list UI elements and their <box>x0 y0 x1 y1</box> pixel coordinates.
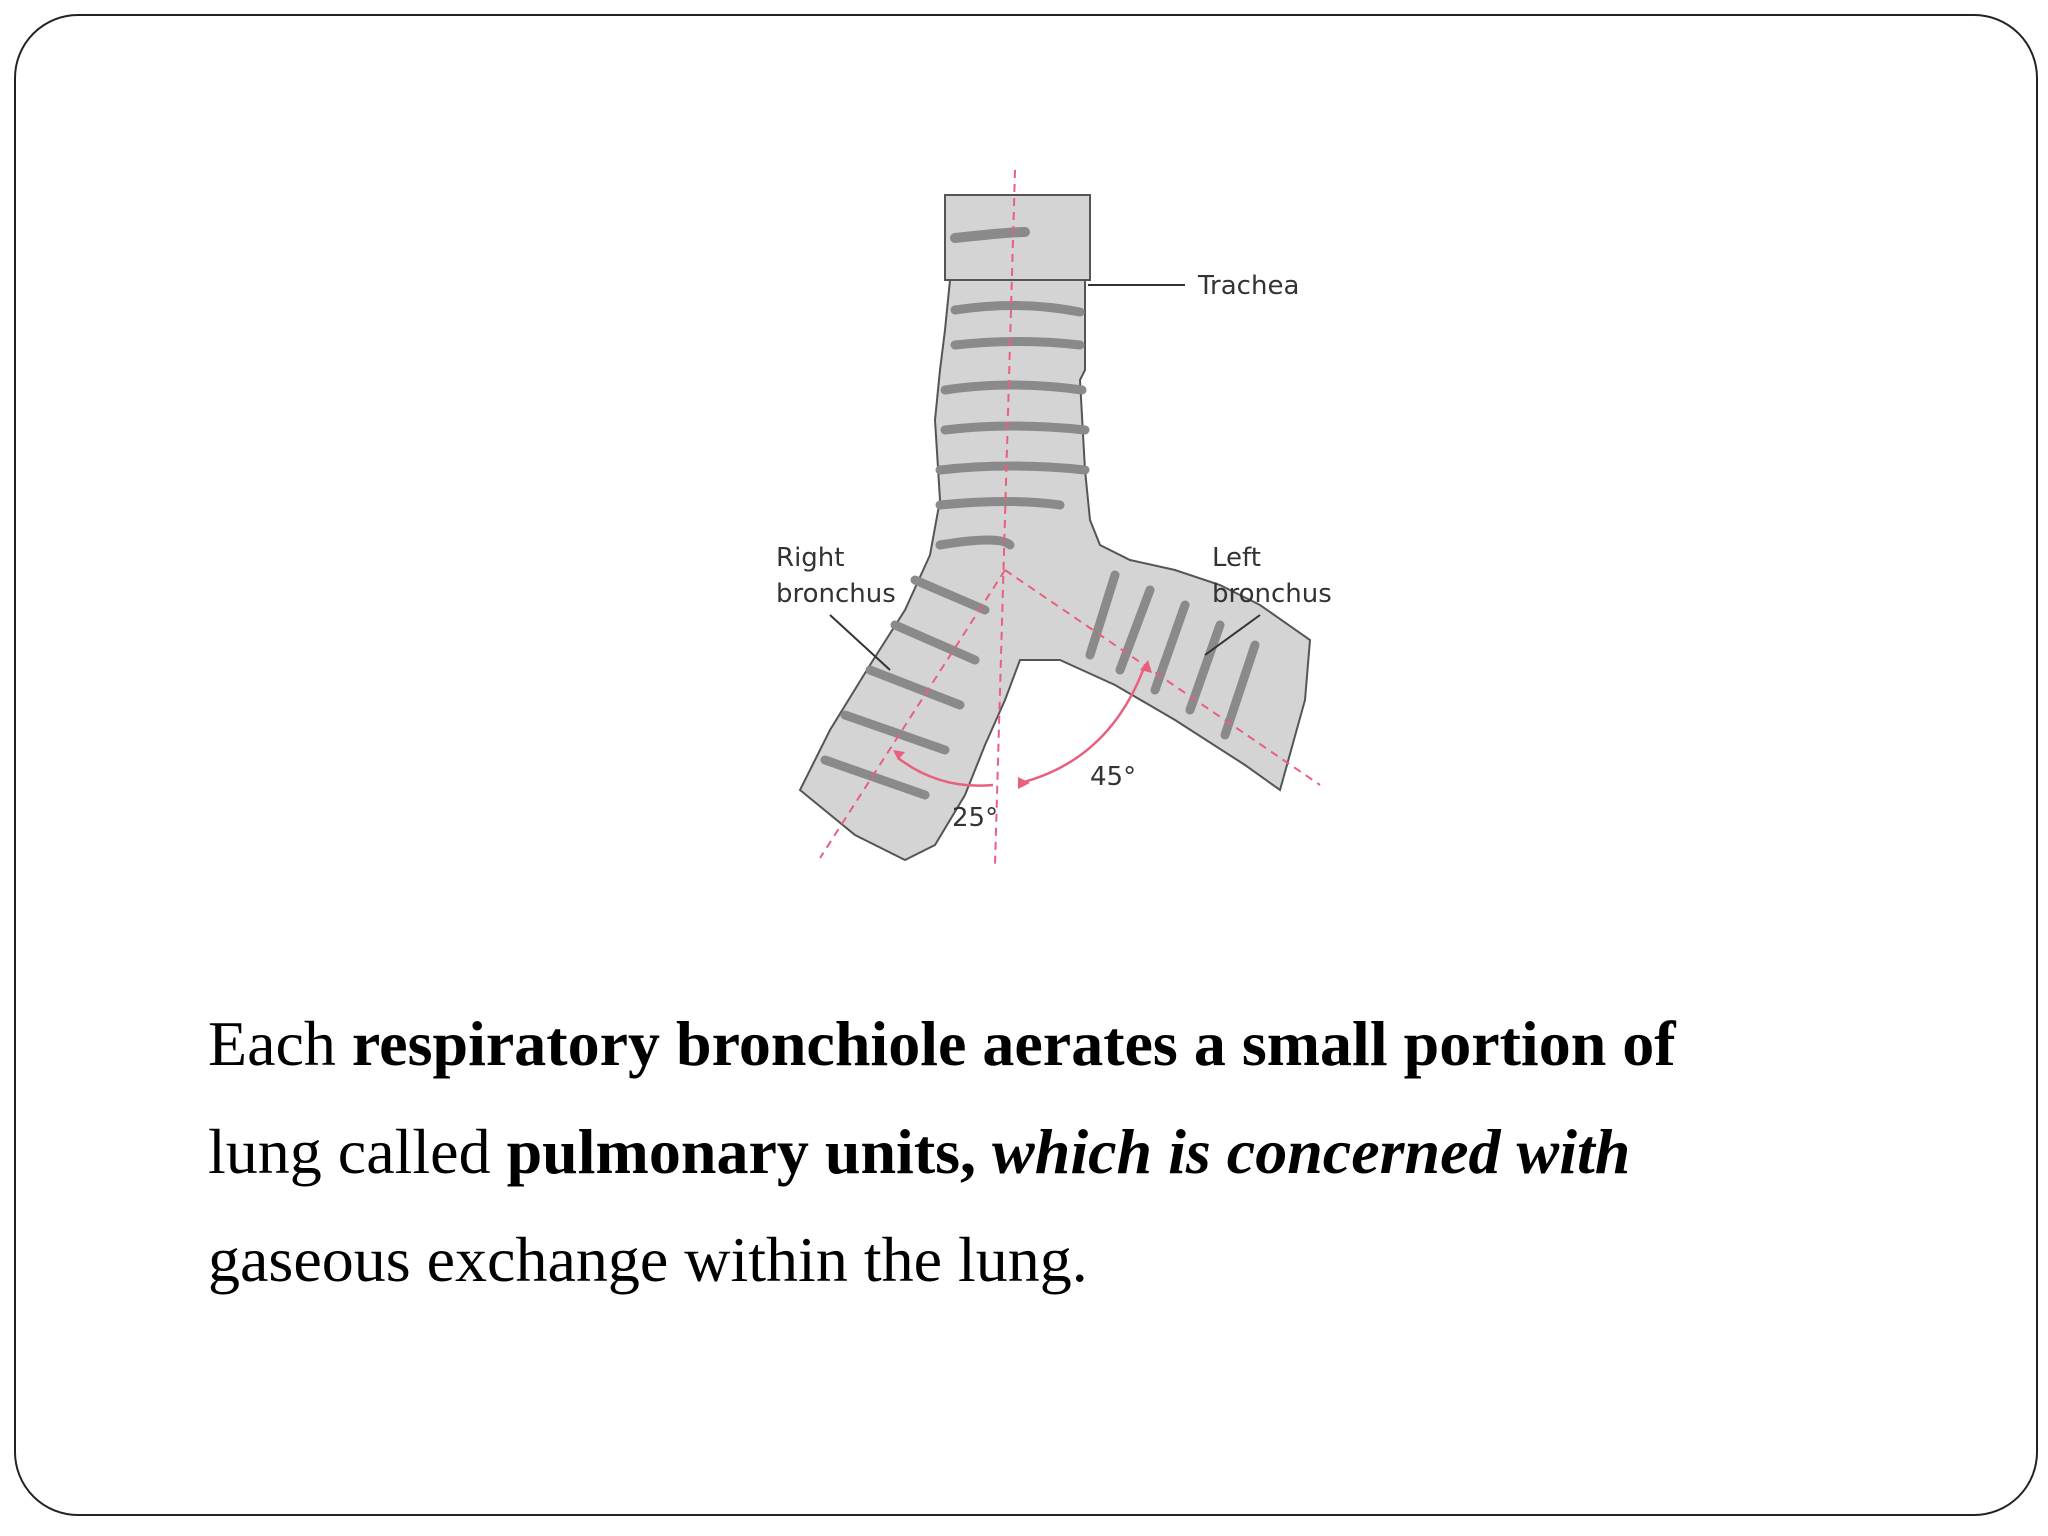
airway-diagram: Trachea Right bronchus Left bronchus 25°… <box>776 169 1332 866</box>
trachea-label: Trachea <box>1197 271 1299 301</box>
right-bronchus-label-line2: bronchus <box>776 579 896 609</box>
right-bronchus-label-line1: Right <box>776 543 844 573</box>
right-angle-label: 25° <box>952 803 998 833</box>
left-angle-label: 45° <box>1090 762 1136 792</box>
caption-line3-plain: gaseous exchange within the lung. <box>208 1224 1088 1295</box>
caption-line2-bold: pulmonary units, <box>506 1116 977 1187</box>
caption-line-2: lung called pulmonary units, which is co… <box>208 1098 1928 1206</box>
angle-arcs <box>893 660 1152 789</box>
caption-line-1: Each respiratory bronchiole aerates a sm… <box>208 990 1928 1098</box>
caption-line1-bold: respiratory bronchiole aerates a small p… <box>351 1008 1676 1079</box>
caption-line2-plain: lung called <box>208 1116 507 1187</box>
leader-lines <box>829 284 1261 671</box>
caption-line2-bold-italic: which is concerned with <box>976 1116 1631 1187</box>
left-bronchus-label-line1: Left <box>1212 543 1261 573</box>
caption-line1-plain: Each <box>208 1008 352 1079</box>
left-bronchus-label-line2: bronchus <box>1212 579 1332 609</box>
trachea <box>798 194 1312 862</box>
caption-text: Each respiratory bronchiole aerates a sm… <box>208 990 1928 1314</box>
caption-line-3: gaseous exchange within the lung. <box>208 1206 1928 1314</box>
guide-lines <box>819 169 1321 866</box>
